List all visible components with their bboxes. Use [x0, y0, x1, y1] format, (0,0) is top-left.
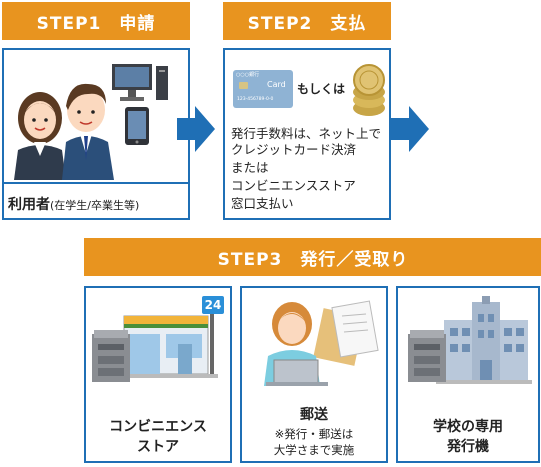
store-label-line2: ストア [137, 439, 179, 455]
payment-desc-line4: コンビニエンスストア [231, 178, 356, 193]
step2-header: STEP2 支払 [223, 2, 391, 40]
users-label-sub: (在学生/卒業生等) [50, 199, 140, 212]
users-label-underline [4, 182, 188, 184]
mail-title: 郵送 [300, 407, 328, 423]
credit-card: ○○○銀行 Card 123-456789-0-0 [233, 70, 293, 108]
office-worker-mail-illustration [264, 300, 379, 386]
convenience-store-box: 24 コンビニエンス ストア [84, 286, 232, 463]
school-label-line1: 学校の専用 [433, 419, 503, 435]
smartphone-icon [125, 107, 149, 145]
mail-note-line2: 大学さまで実施 [273, 443, 355, 457]
arrow-right-icon [391, 106, 429, 152]
mail-note-line1: ※発行・郵送は [274, 427, 354, 441]
card-number: 123-456789-0-0 [237, 97, 274, 102]
school-machine-box: 学校の専用 発行機 [396, 286, 540, 463]
store-label-line1: コンビニエンス [109, 419, 207, 435]
card-chip-icon [239, 82, 248, 89]
card-text: Card [267, 80, 286, 89]
mail-box: 郵送 ※発行・郵送は 大学さまで実施 [240, 286, 388, 463]
step3-header: STEP3 発行／受取り [84, 238, 541, 276]
coins-icon [353, 64, 385, 116]
or-text: もしくは [297, 82, 346, 96]
store-24-badge: 24 [202, 296, 224, 314]
payment-desc-line2: クレジットカード決済 [231, 142, 357, 157]
payment-desc-line5: 窓口支払い [231, 196, 294, 211]
desktop-computer-icon [112, 64, 168, 101]
step2-box: ○○○銀行 Card 123-456789-0-0 もしくは 発行手数料は、ネッ… [223, 48, 391, 220]
step1-box: 利用者(在学生/卒業生等) [2, 48, 190, 220]
arrow-right-icon [177, 106, 215, 152]
payment-desc-line1: 発行手数料は、ネット上で [231, 126, 382, 141]
users-label-main: 利用者 [8, 197, 50, 213]
users-illustration [14, 83, 114, 180]
payment-desc-line3: または [231, 160, 269, 175]
school-label-line2: 発行機 [447, 439, 489, 455]
school-building-icon [408, 296, 532, 384]
card-bank-text: ○○○銀行 [236, 72, 260, 78]
convenience-store-icon [92, 314, 218, 382]
users-label: 利用者(在学生/卒業生等) [8, 194, 139, 214]
step1-header: STEP1 申請 [2, 2, 190, 40]
